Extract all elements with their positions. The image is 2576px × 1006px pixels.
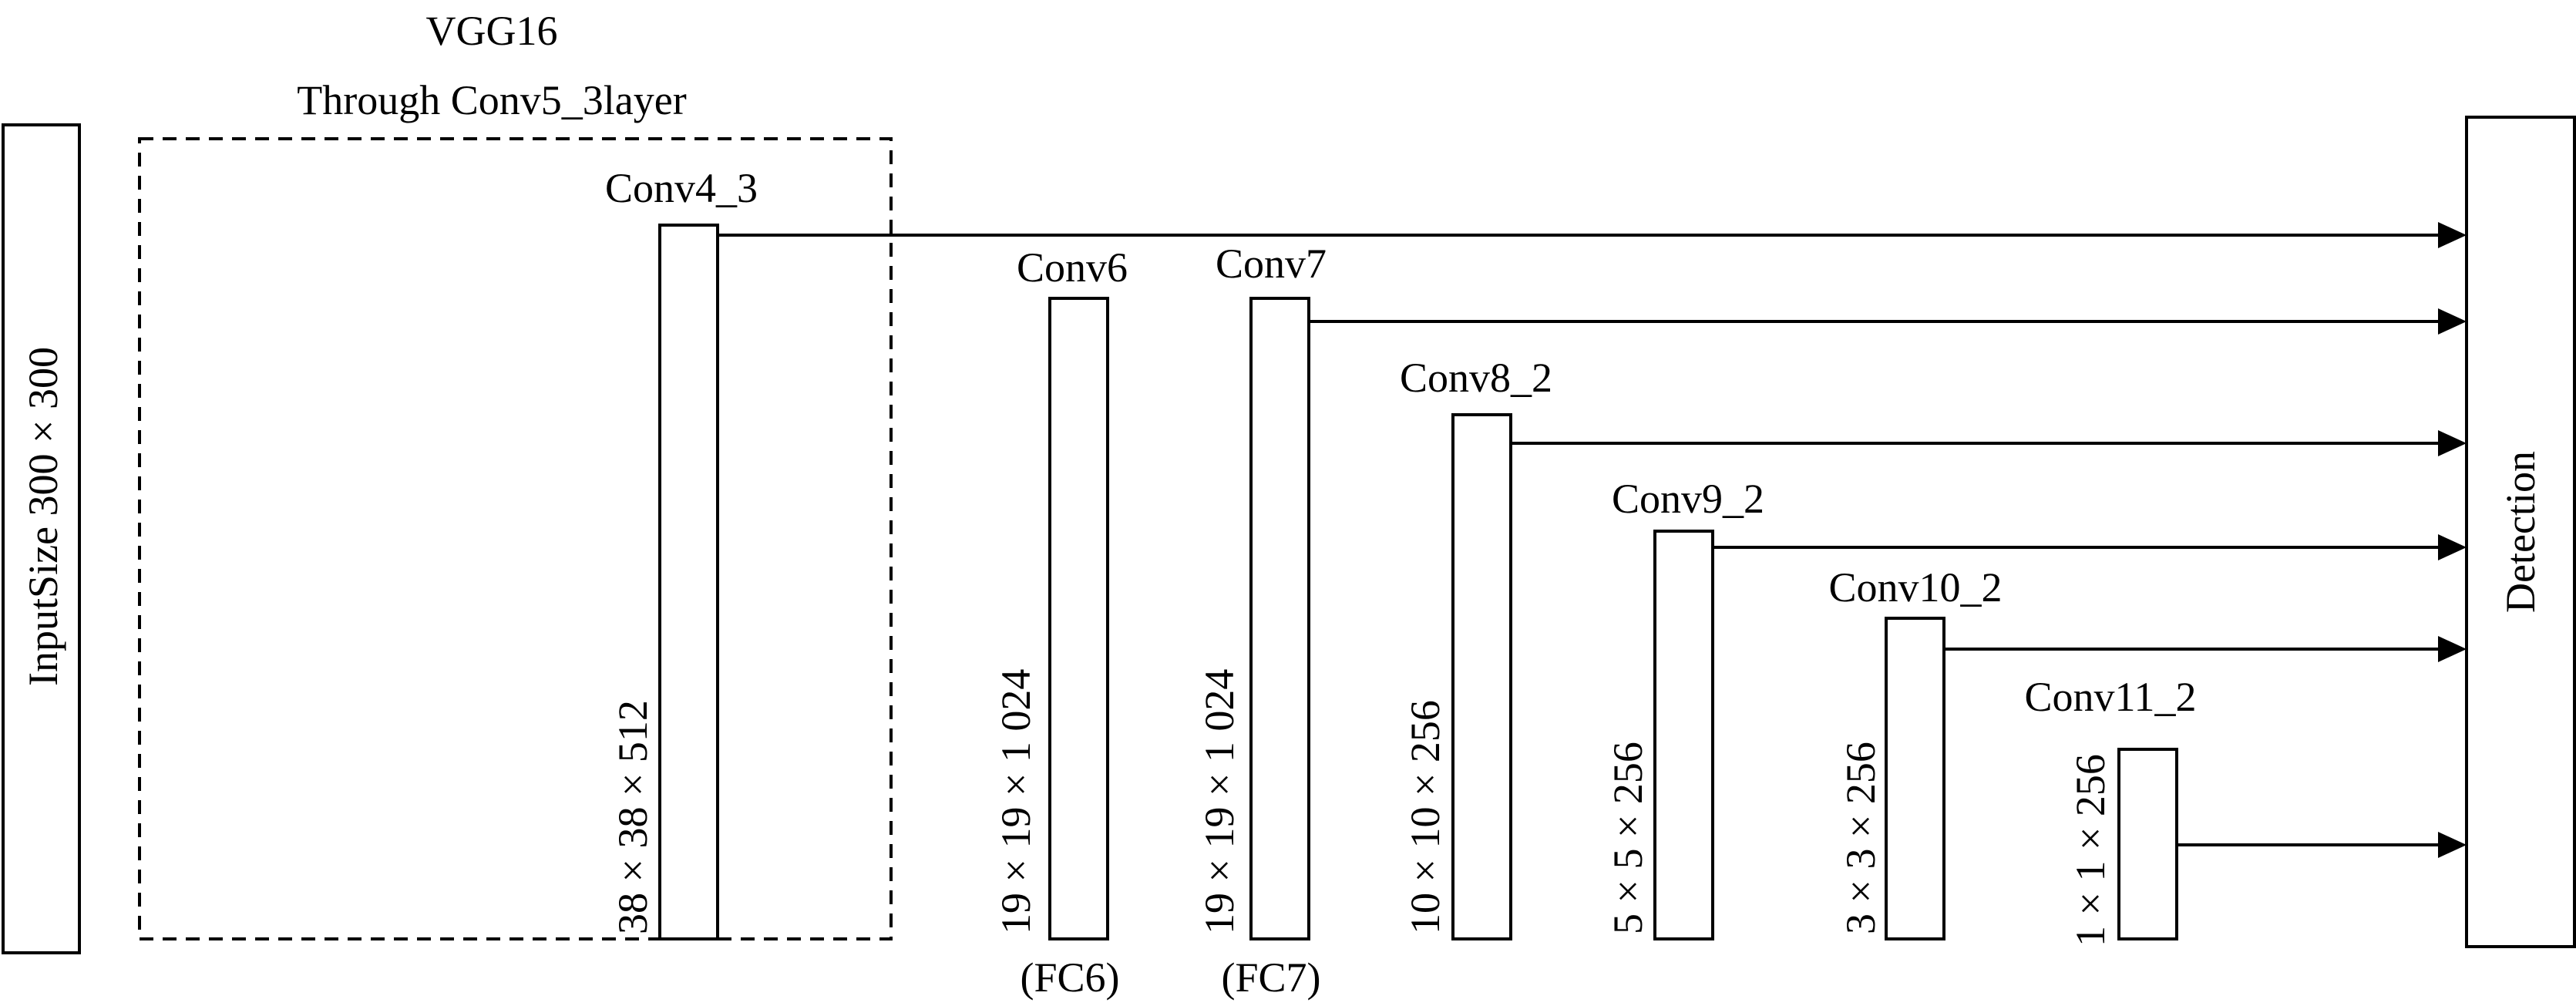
backbone-subtitle: Through Conv5_3layer (297, 77, 686, 123)
arrowhead-conv11_2 (2438, 832, 2467, 858)
layer-name-conv9_2: Conv9_2 (1612, 476, 1764, 522)
arrowhead-conv7 (2438, 308, 2467, 335)
layer-name-conv7: Conv7 (1216, 241, 1327, 287)
layer-block-conv6 (1048, 297, 1109, 940)
layer-size-conv6: 19 × 19 × 1 024 (993, 669, 1039, 934)
layer-name-conv11_2: Conv11_2 (2024, 674, 2196, 720)
layer-size-conv8_2: 10 × 10 × 256 (1402, 700, 1448, 934)
layer-block-conv10_2 (1885, 617, 1945, 940)
input-label: InputSize 300 × 300 (20, 347, 66, 686)
layer-name-conv10_2: Conv10_2 (1828, 564, 2002, 611)
vgg16-backbone-region (138, 137, 893, 940)
layer-name-conv6: Conv6 (1017, 244, 1128, 291)
layer-block-conv9_2 (1653, 530, 1714, 940)
arrowhead-conv9_2 (2438, 534, 2467, 560)
detection-label: Detection (2497, 451, 2544, 613)
arrowhead-conv8_2 (2438, 430, 2467, 456)
layer-name-conv4_3: Conv4_3 (605, 165, 758, 211)
layer-note-conv7: (FC7) (1221, 954, 1320, 1001)
layer-size-conv9_2: 5 × 5 × 256 (1605, 742, 1651, 934)
layer-block-conv11_2 (2117, 748, 2178, 940)
arrowhead-conv4_3 (2438, 222, 2467, 248)
backbone-title: VGG16 (426, 8, 558, 54)
layer-size-conv7: 19 × 19 × 1 024 (1196, 669, 1243, 934)
layer-block-conv8_2 (1451, 413, 1512, 940)
layer-block-conv4_3 (658, 224, 719, 940)
layer-block-conv7 (1249, 297, 1310, 940)
arrowhead-conv10_2 (2438, 636, 2467, 662)
layer-size-conv4_3: 38 × 38 × 512 (610, 700, 656, 934)
layer-name-conv8_2: Conv8_2 (1400, 355, 1552, 401)
input-box (2, 123, 81, 954)
layer-note-conv6: (FC6) (1020, 954, 1119, 1001)
detection-box (2465, 116, 2576, 948)
layer-size-conv10_2: 3 × 3 × 256 (1838, 742, 1884, 934)
layer-size-conv11_2: 1 × 1 × 256 (2067, 754, 2114, 947)
